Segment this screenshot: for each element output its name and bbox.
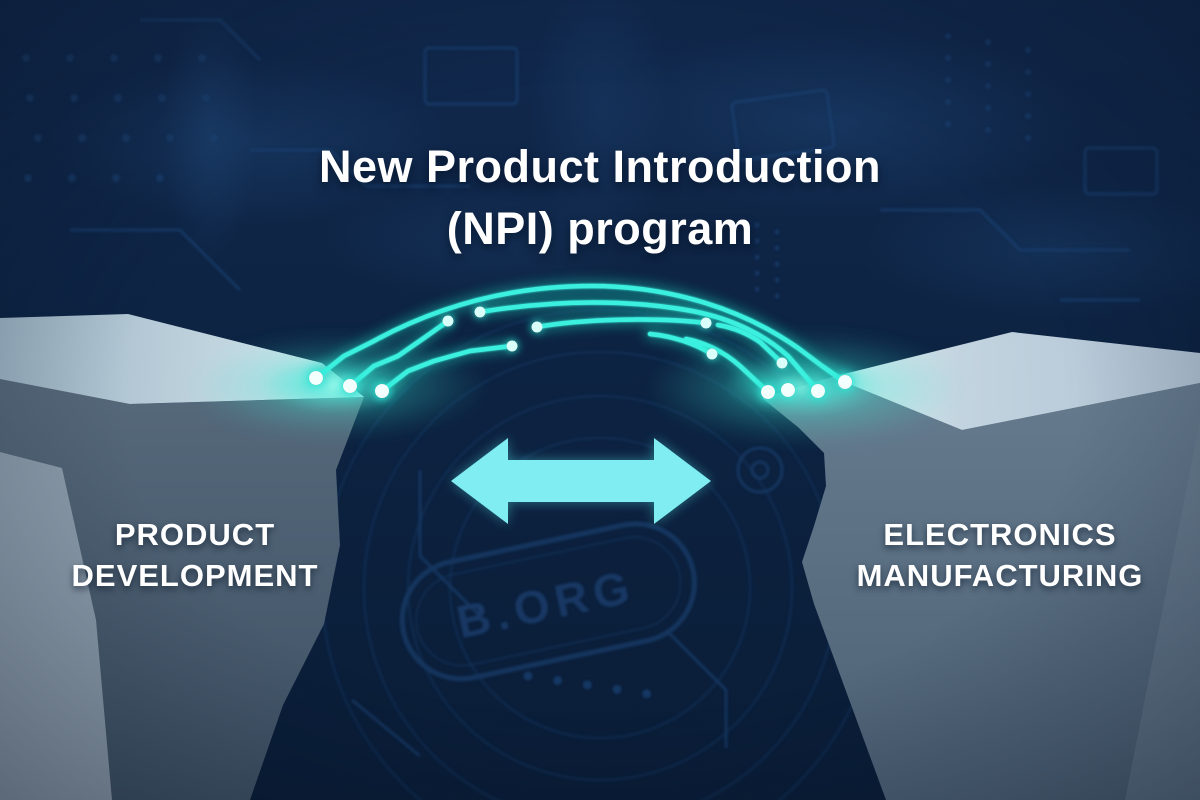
title-line-2: (NPI) program xyxy=(446,203,754,254)
left-zone-label: PRODUCT DEVELOPMENT xyxy=(25,514,365,596)
title-line-1: New Product Introduction xyxy=(319,141,881,192)
right-zone-label-line-2: MANUFACTURING xyxy=(856,558,1144,593)
page-title: New Product Introduction (NPI) program xyxy=(0,136,1200,260)
right-zone-label-line-1: ELECTRONICS xyxy=(883,517,1117,552)
left-zone-label-line-2: DEVELOPMENT xyxy=(71,558,319,593)
left-zone-label-line-1: PRODUCT xyxy=(114,517,276,552)
right-zone-label: ELECTRONICS MANUFACTURING xyxy=(830,514,1170,596)
